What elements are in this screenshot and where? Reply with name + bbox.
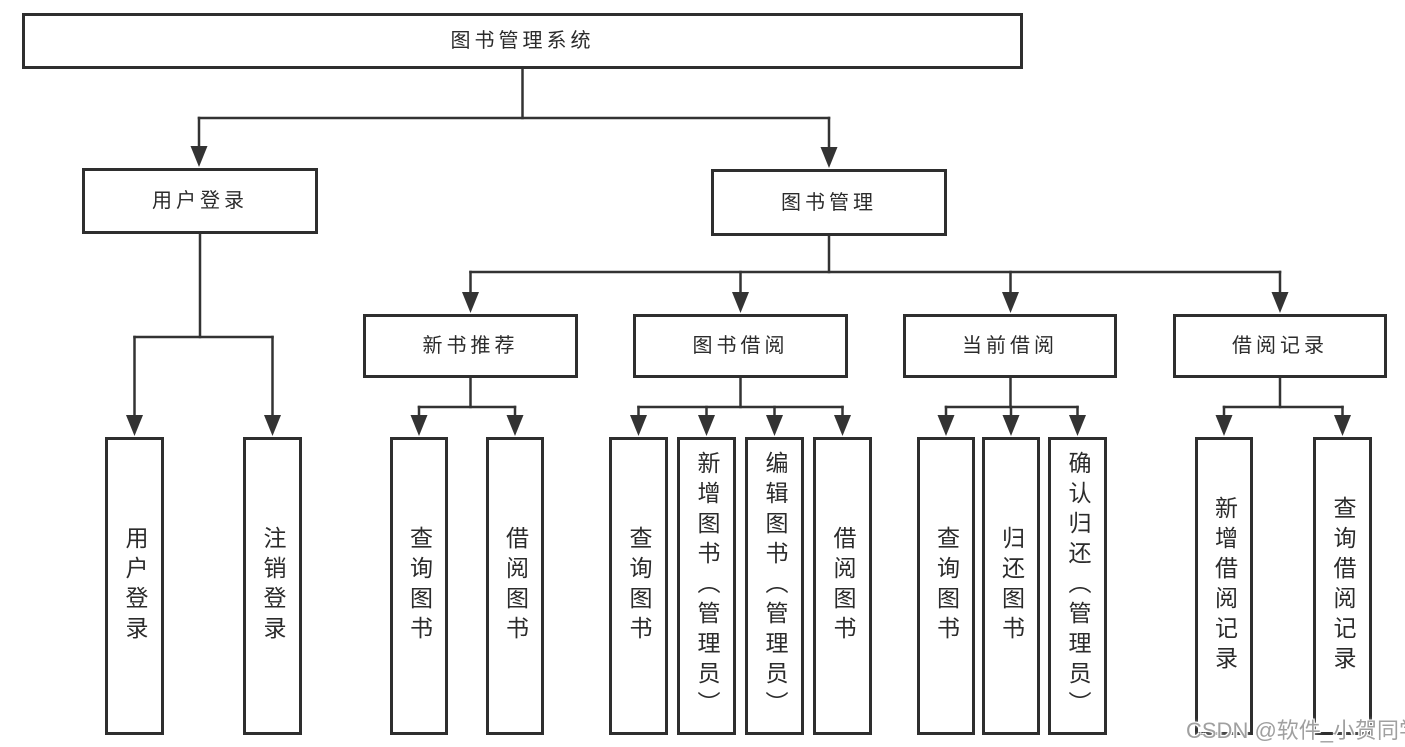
node-borrowing-records-label: 借阅记录 <box>1232 335 1328 357</box>
leaf-logout-label: 注销登录 <box>260 526 286 646</box>
node-user-login-label: 用户登录 <box>152 190 248 212</box>
leaf-records-add: 新增借阅记录 <box>1195 437 1253 735</box>
leaf-current-query-label: 查询图书 <box>933 526 960 646</box>
leaf-borrow-add-admin-label: 新增图书（管理员） <box>694 451 720 721</box>
csdn-watermark: CSDN @软件_小贺同学 <box>1186 718 1405 743</box>
leaf-current-confirm-admin-label: 确认归还（管理员） <box>1065 451 1091 721</box>
node-book-management: 图书管理 <box>711 169 947 236</box>
node-new-book-recommend-label: 新书推荐 <box>422 335 519 357</box>
node-library-system: 图书管理系统 <box>22 13 1023 69</box>
node-borrowing-records: 借阅记录 <box>1173 314 1387 378</box>
leaf-borrow-edit-admin-label: 编辑图书（管理员） <box>762 451 788 721</box>
leaf-current-return: 归还图书 <box>982 437 1040 735</box>
leaf-user-login-label: 用户登录 <box>122 526 148 646</box>
node-current-borrowing-label: 当前借阅 <box>962 335 1058 357</box>
node-new-book-recommend: 新书推荐 <box>363 314 578 378</box>
leaf-borrow-query-label: 查询图书 <box>626 526 652 646</box>
leaf-current-return-label: 归还图书 <box>998 526 1025 646</box>
leaf-current-confirm-admin: 确认归还（管理员） <box>1048 437 1107 735</box>
leaf-newbooks-borrow: 借阅图书 <box>486 437 544 735</box>
leaf-current-query: 查询图书 <box>917 437 975 735</box>
leaf-borrow-edit-admin: 编辑图书（管理员） <box>745 437 804 735</box>
leaf-borrow-add-admin: 新增图书（管理员） <box>677 437 736 735</box>
leaf-user-login: 用户登录 <box>105 437 164 735</box>
node-library-system-label: 图书管理系统 <box>450 30 595 52</box>
node-book-management-label: 图书管理 <box>781 191 877 214</box>
leaf-records-add-label: 新增借阅记录 <box>1211 496 1238 676</box>
node-current-borrowing: 当前借阅 <box>903 314 1117 378</box>
leaf-records-query-label: 查询借阅记录 <box>1330 496 1356 676</box>
leaf-newbooks-query-label: 查询图书 <box>406 526 433 646</box>
node-book-borrowing-label: 图书借阅 <box>692 335 789 357</box>
node-book-borrowing: 图书借阅 <box>633 314 848 378</box>
leaf-records-query: 查询借阅记录 <box>1313 437 1372 735</box>
leaf-newbooks-borrow-label: 借阅图书 <box>502 526 529 646</box>
leaf-borrow-query: 查询图书 <box>609 437 668 735</box>
node-user-login: 用户登录 <box>82 168 318 234</box>
leaf-borrow-borrow: 借阅图书 <box>813 437 872 735</box>
leaf-logout: 注销登录 <box>243 437 302 735</box>
leaf-newbooks-query: 查询图书 <box>390 437 448 735</box>
leaf-borrow-borrow-label: 借阅图书 <box>830 526 856 646</box>
